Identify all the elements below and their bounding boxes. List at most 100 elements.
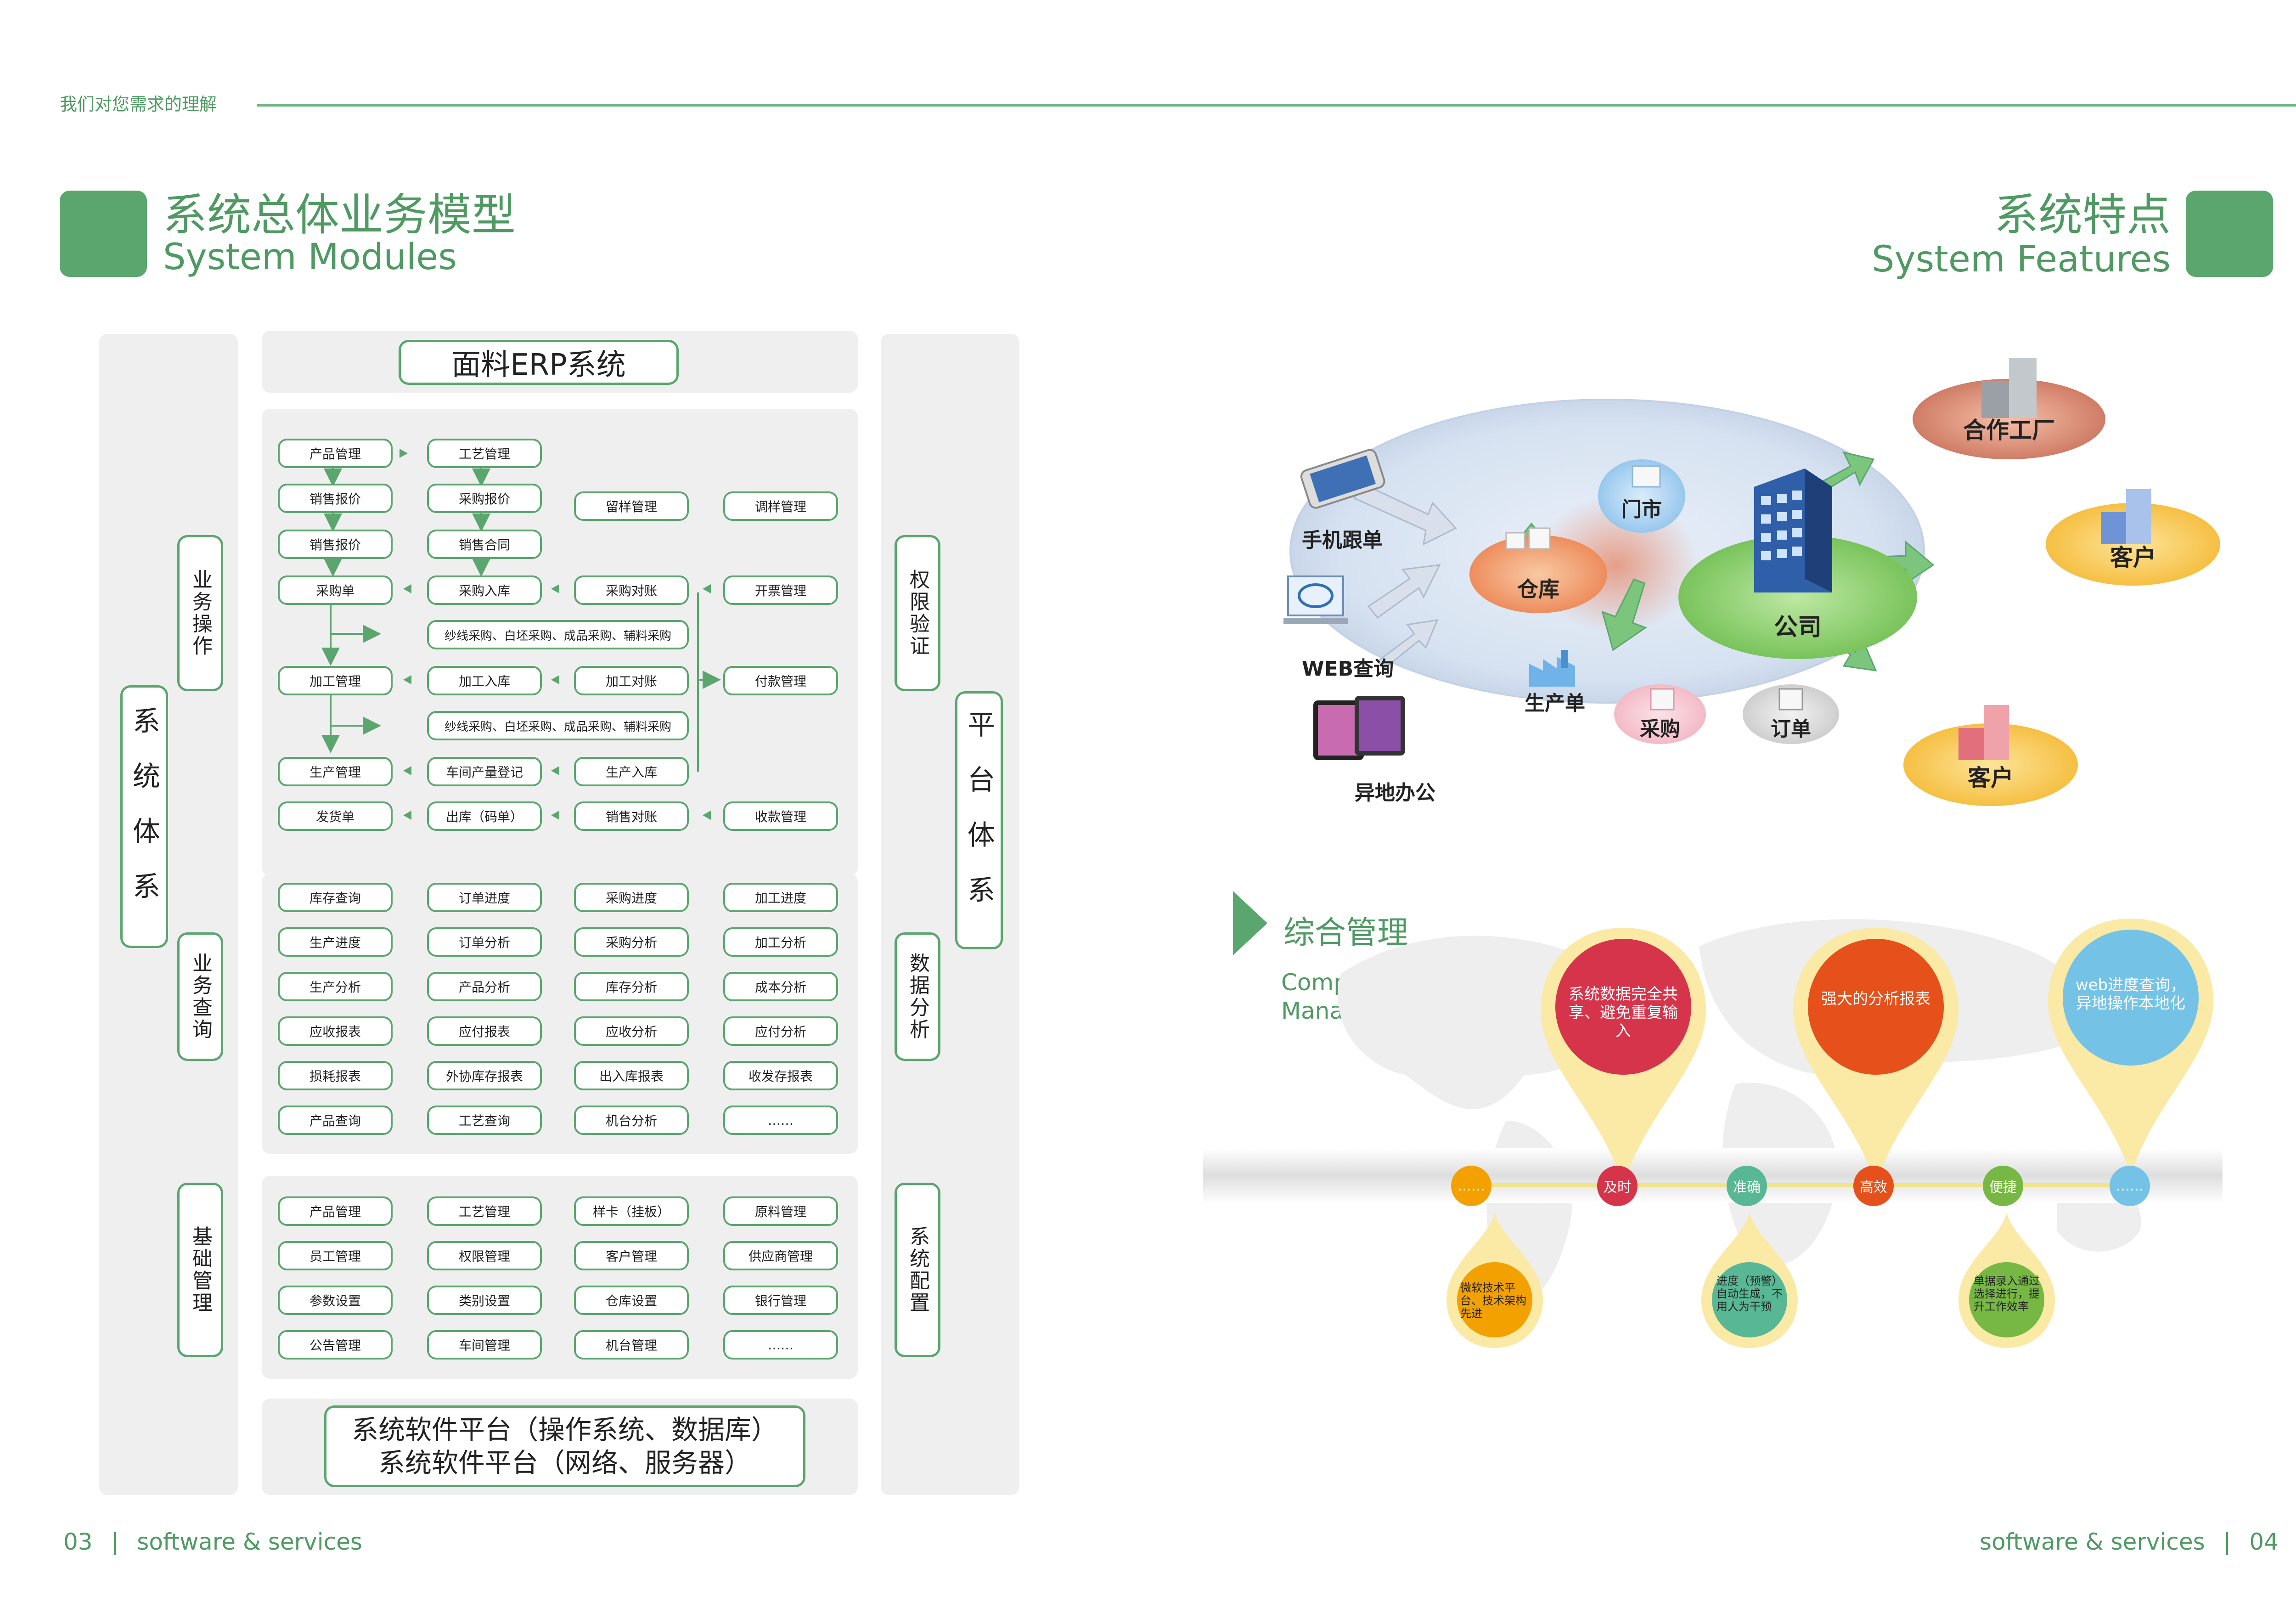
purchase-icon bbox=[1650, 688, 1675, 711]
right-title-cn: 系统特点 bbox=[1994, 189, 2171, 241]
query-item-2-2: 库存分析 bbox=[574, 972, 689, 1001]
timeline-dot-convenient: 便捷 bbox=[1983, 1166, 2023, 1206]
base-item-0-0: 产品管理 bbox=[278, 1196, 393, 1226]
pin-data-sharing-text: 系统数据完全共享、避免重复输入 bbox=[1569, 985, 1678, 1040]
title-square-left bbox=[60, 191, 147, 277]
op-workshop-output: 车间产量登记 bbox=[427, 757, 542, 786]
pin-analysis-shape bbox=[1793, 928, 1958, 1185]
query-item-3-0: 应收报表 bbox=[278, 1016, 393, 1046]
system-structure-label: 系统体系 bbox=[120, 685, 168, 948]
op-process-mgmt: 工艺管理 bbox=[427, 439, 542, 468]
op-sales-reconcile: 销售对账 bbox=[574, 801, 689, 831]
op-invoice-mgmt: 开票管理 bbox=[723, 575, 838, 605]
op-purchase-types-1: 纱线采购、白坯采购、成品采购、辅料采购 bbox=[427, 620, 689, 649]
query-item-0-1: 订单进度 bbox=[427, 883, 542, 912]
side-system-config: 系统配置 bbox=[895, 1183, 940, 1357]
right-footer-text: software & services bbox=[1980, 1529, 2205, 1555]
op-sales-contract: 销售合同 bbox=[427, 530, 542, 559]
base-item-1-0: 员工管理 bbox=[278, 1241, 393, 1270]
base-item-3-0: 公告管理 bbox=[278, 1330, 393, 1360]
op-product-mgmt: 产品管理 bbox=[278, 439, 393, 468]
op-purchase-reconcile: 采购对账 bbox=[574, 575, 689, 605]
base-item-2-1: 类别设置 bbox=[427, 1286, 542, 1315]
small-pin-2-shape bbox=[1701, 1213, 1798, 1348]
base-item-3-3: …… bbox=[723, 1330, 838, 1360]
query-item-1-1: 订单分析 bbox=[427, 927, 542, 957]
op-delivery-note: 发货单 bbox=[278, 801, 393, 831]
small-pin-2-text: 进度（预警）自动生成，不用人为干预 bbox=[1716, 1275, 1783, 1313]
pin-analysis-text: 强大的分析报表 bbox=[1821, 990, 1930, 1008]
left-title-cn: 系统总体业务模型 bbox=[163, 189, 516, 241]
base-item-2-0: 参数设置 bbox=[278, 1286, 393, 1315]
platform-box: 系统软件平台（操作系统、数据库） 系统软件平台（网络、服务器） bbox=[324, 1405, 805, 1487]
side-data-analysis: 数据分析 bbox=[895, 932, 940, 1061]
section-arrow-icon bbox=[1233, 891, 1267, 955]
pin-web-query-shape bbox=[2048, 919, 2213, 1176]
base-item-3-1: 车间管理 bbox=[427, 1330, 542, 1360]
mgmt-title-cn: 综合管理 bbox=[1283, 915, 1409, 951]
platform-line-1: 系统软件平台（操作系统、数据库） bbox=[351, 1414, 778, 1445]
op-processing-mgmt: 加工管理 bbox=[278, 666, 393, 695]
op-sample-keep: 留样管理 bbox=[574, 491, 689, 521]
side-business-ops: 业务操作 bbox=[177, 535, 223, 691]
timeline-band bbox=[1203, 1148, 2223, 1203]
base-item-2-3: 银行管理 bbox=[723, 1286, 838, 1315]
op-outbound-code: 出库（码单） bbox=[427, 801, 542, 831]
order-icon bbox=[1778, 688, 1803, 711]
op-sample-transfer: 调样管理 bbox=[723, 491, 838, 521]
pin-data-sharing-shape bbox=[1541, 928, 1706, 1185]
query-item-0-0: 库存查询 bbox=[278, 883, 393, 912]
node-production-order: 生产单 bbox=[1525, 692, 1585, 715]
small-pin-3-shape bbox=[1958, 1213, 2055, 1348]
base-item-1-2: 客户管理 bbox=[574, 1241, 689, 1270]
side-base-management: 基础管理 bbox=[177, 1183, 223, 1357]
op-production-inbound: 生产入库 bbox=[574, 757, 689, 786]
query-item-0-3: 加工进度 bbox=[723, 883, 838, 912]
base-item-2-2: 仓库设置 bbox=[574, 1286, 689, 1315]
op-payment-mgmt: 付款管理 bbox=[723, 666, 838, 695]
small-pin-3-text: 单据录入通过选择进行，提升工作效率 bbox=[1974, 1275, 2040, 1313]
timeline-dot-start: …… bbox=[1451, 1166, 1491, 1206]
op-purchase-inbound: 采购入库 bbox=[427, 575, 542, 605]
partner-building-icon bbox=[1981, 358, 2037, 418]
query-item-3-1: 应付报表 bbox=[427, 1016, 542, 1046]
base-item-3-2: 机台管理 bbox=[574, 1330, 689, 1360]
timeline-dot-efficient: 高效 bbox=[1853, 1166, 1894, 1206]
web-icon bbox=[1283, 575, 1348, 624]
query-item-1-3: 加工分析 bbox=[723, 927, 838, 957]
op-production-mgmt: 生产管理 bbox=[278, 757, 393, 786]
op-processing-inbound: 加工入库 bbox=[427, 666, 542, 695]
query-item-5-1: 工艺查询 bbox=[427, 1106, 542, 1135]
op-sales-quote-2: 销售报价 bbox=[278, 530, 393, 559]
ops-flow-arrows bbox=[321, 449, 721, 820]
small-pin-1-shape bbox=[1446, 1213, 1543, 1348]
query-item-4-3: 收发存报表 bbox=[723, 1061, 838, 1090]
timeline-dot-end: …… bbox=[2110, 1166, 2150, 1206]
title-square-right bbox=[2186, 191, 2273, 277]
base-item-1-1: 权限管理 bbox=[427, 1241, 542, 1270]
right-footer: software & services | 04 bbox=[1980, 1529, 2279, 1555]
query-item-1-0: 生产进度 bbox=[278, 927, 393, 957]
base-item-0-1: 工艺管理 bbox=[427, 1196, 542, 1226]
op-sales-quote: 销售报价 bbox=[278, 484, 393, 513]
base-item-1-3: 供应商管理 bbox=[723, 1241, 838, 1270]
company-building-icon bbox=[1754, 468, 1832, 592]
op-receipt-mgmt: 收款管理 bbox=[723, 801, 838, 831]
pin-web-query-text: web进度查询，异地操作本地化 bbox=[2075, 976, 2186, 1013]
timeline-dot-accurate: 准确 bbox=[1727, 1166, 1767, 1206]
query-item-3-3: 应付分析 bbox=[723, 1016, 838, 1046]
base-item-0-2: 样卡（挂板） bbox=[574, 1196, 689, 1226]
query-item-0-2: 采购进度 bbox=[574, 883, 689, 912]
phone-icon bbox=[1300, 449, 1385, 509]
op-purchase-quote: 采购报价 bbox=[427, 484, 542, 513]
left-footer-text: software & services bbox=[137, 1529, 362, 1555]
right-page-number: 04 bbox=[2249, 1529, 2279, 1555]
header-rule bbox=[257, 104, 2296, 107]
device-mobile-tracking: 手机跟单 bbox=[1302, 529, 1383, 552]
platform-line-2: 系统软件平台（网络、服务器） bbox=[378, 1447, 751, 1478]
warehouse-icon bbox=[1505, 527, 1551, 550]
query-item-5-0: 产品查询 bbox=[278, 1106, 393, 1135]
query-item-3-2: 应收分析 bbox=[574, 1016, 689, 1046]
op-purchase-types-2: 纱线采购、白坯采购、成品采购、辅料采购 bbox=[427, 711, 689, 740]
op-purchase-order: 采购单 bbox=[278, 575, 393, 605]
